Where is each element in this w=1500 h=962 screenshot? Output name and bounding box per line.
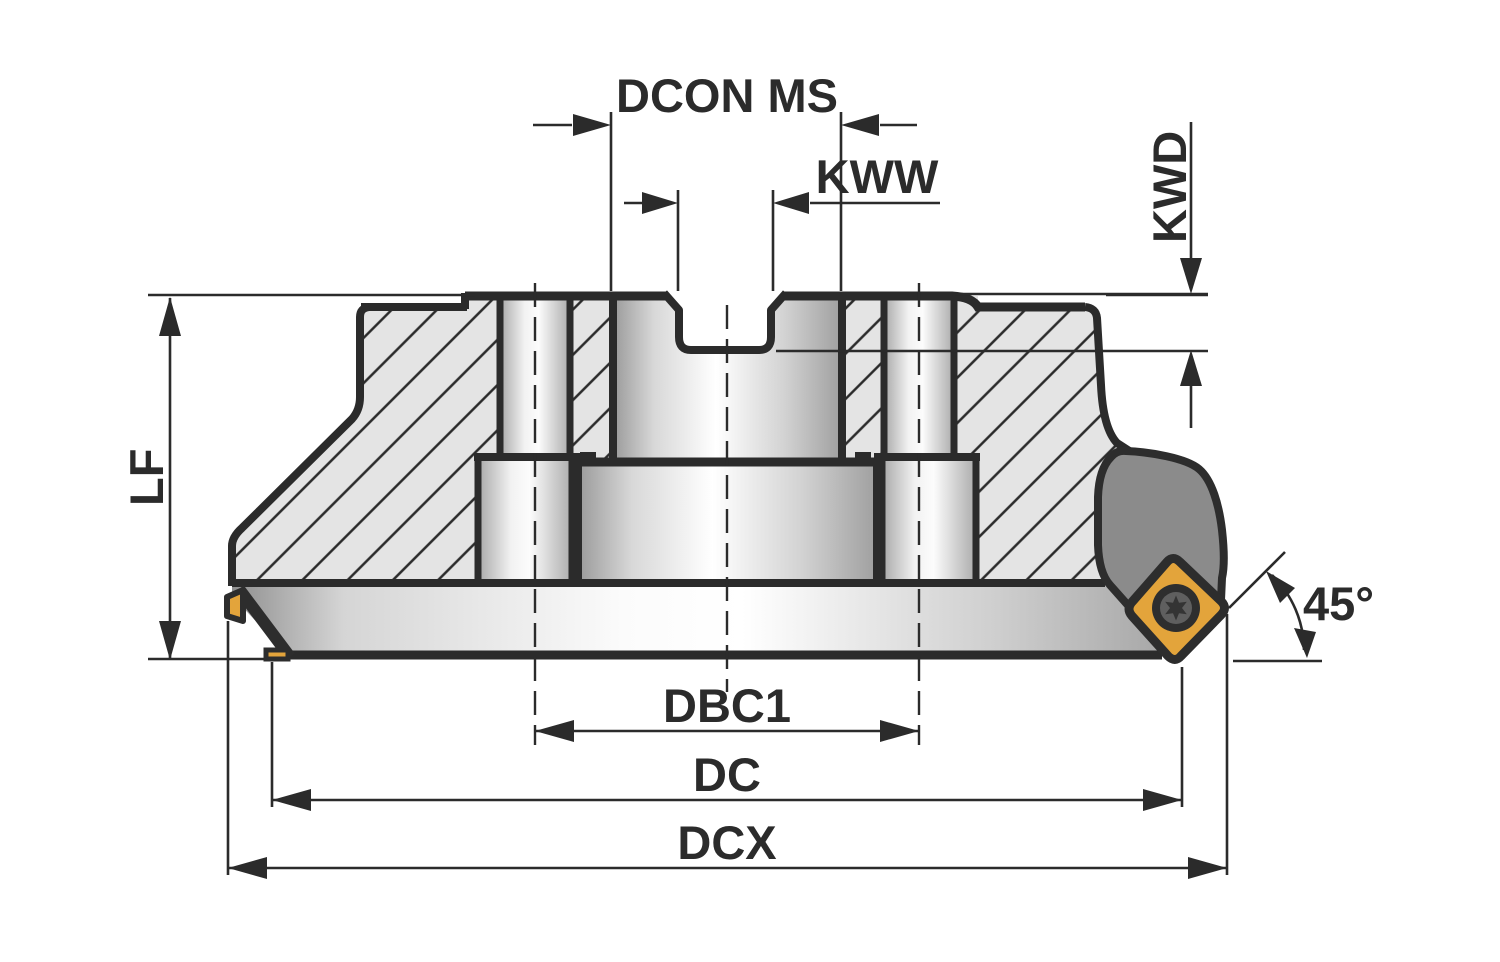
arrow-right-icon bbox=[1143, 789, 1182, 811]
dimensions: DCON MS KWW KWD LF DB bbox=[120, 69, 1374, 879]
dim-label-kww: KWW bbox=[816, 150, 939, 203]
arrow-up-left-icon bbox=[1266, 571, 1295, 603]
step-nub-left bbox=[580, 452, 596, 462]
dim-angle-45: 45° bbox=[1228, 551, 1374, 663]
skirt-surface bbox=[232, 583, 1160, 655]
bore-walls bbox=[609, 296, 846, 462]
dim-label-dcx: DCX bbox=[677, 816, 776, 869]
corner-chamfer-edge bbox=[234, 585, 295, 661]
dim-label-dcon-ms: DCON MS bbox=[616, 69, 838, 122]
bolt-counterbore-left bbox=[478, 457, 572, 583]
keyway-outline bbox=[661, 290, 789, 354]
torx-screw-icon bbox=[1152, 584, 1200, 632]
bolt-hole-walls bbox=[496, 296, 958, 457]
counterbore-walls bbox=[574, 462, 881, 583]
keyway-slot bbox=[664, 292, 786, 349]
arrow-left-icon bbox=[228, 857, 267, 879]
arrow-left-icon bbox=[773, 192, 809, 214]
dim-kwd: KWD bbox=[776, 122, 1208, 428]
arrow-right-icon bbox=[642, 192, 678, 214]
dim-dc: DC bbox=[270, 662, 1184, 811]
arrow-left-icon bbox=[535, 720, 574, 742]
dim-label-dc: DC bbox=[693, 748, 761, 801]
arrow-right-icon bbox=[880, 720, 919, 742]
dim-lf: LF bbox=[120, 292, 1208, 661]
insert-tip-left bbox=[224, 587, 246, 624]
arrow-right-icon bbox=[1188, 857, 1227, 879]
insert-right bbox=[1124, 554, 1229, 664]
arrow-left-icon bbox=[841, 114, 879, 136]
step-nub-right bbox=[855, 452, 871, 462]
dim-dbc1: DBC1 bbox=[535, 679, 919, 742]
bolt-counterbore-right bbox=[882, 457, 976, 583]
top-face-right bbox=[784, 291, 1085, 312]
arrow-down-icon bbox=[1180, 258, 1202, 294]
outer-profile-right bbox=[1084, 303, 1137, 458]
dim-label-dbc1: DBC1 bbox=[663, 679, 791, 732]
dim-label-angle: 45° bbox=[1303, 577, 1374, 630]
arrow-up-icon bbox=[1180, 350, 1202, 386]
cutter-body bbox=[228, 290, 1225, 660]
insert-tip-bottom-left bbox=[263, 647, 291, 662]
insert-corner-left bbox=[224, 585, 295, 662]
bolt-counterbore-walls bbox=[474, 457, 980, 583]
dim-label-lf: LF bbox=[120, 449, 173, 506]
arrow-up-icon bbox=[159, 297, 181, 336]
arrow-down-icon bbox=[159, 621, 181, 660]
arrow-down-icon bbox=[1294, 628, 1316, 658]
outer-profile-left bbox=[228, 303, 370, 586]
dim-kww: KWW bbox=[624, 150, 940, 291]
arrow-right-icon bbox=[573, 114, 611, 136]
centerlines bbox=[533, 283, 921, 745]
arrow-left-icon bbox=[272, 789, 311, 811]
dim-dcon-ms: DCON MS bbox=[533, 69, 917, 291]
dim-dcx: DCX bbox=[226, 614, 1229, 879]
dim-label-kwd: KWD bbox=[1143, 131, 1196, 243]
